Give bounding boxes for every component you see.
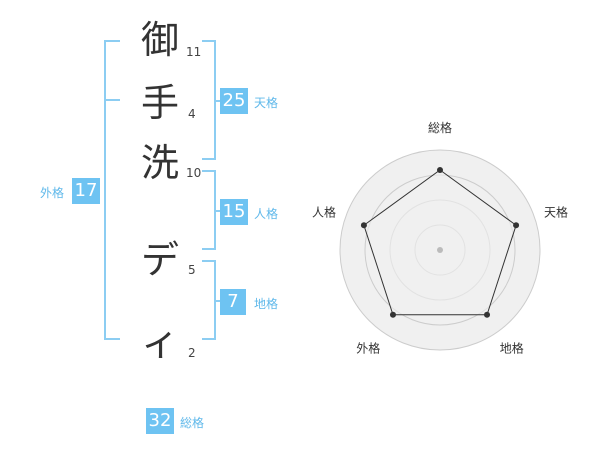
name-char-5: ィ	[140, 320, 179, 364]
radar-axis-label-5: 人格	[312, 204, 336, 219]
jinkaku-label: 人格	[254, 207, 279, 221]
name-char-2: 手	[140, 81, 179, 125]
name-char-4: デ	[140, 238, 179, 282]
chikaku-bracket-tick	[214, 300, 222, 302]
radar-point-2	[513, 222, 520, 229]
gaikaku-label: 外格	[40, 186, 65, 200]
radar-axis-label-1: 総格	[428, 120, 452, 135]
stroke-count-3: 10	[186, 166, 202, 180]
radar-series-polygon	[363, 169, 517, 316]
tenkaku-label: 天格	[254, 96, 279, 110]
radar-point-3	[484, 311, 491, 318]
radar-center	[437, 247, 443, 253]
tenkaku-value-badge: 25	[220, 88, 248, 114]
chikaku-label: 地格	[254, 297, 279, 311]
chikaku-value-badge: 7	[220, 289, 246, 315]
radar-axis-label-4: 外格	[356, 341, 380, 356]
radar-point-1	[437, 167, 443, 173]
soukaku-value-badge: 32	[146, 408, 174, 434]
gaikaku-bracket-tick	[104, 99, 120, 101]
stroke-count-1: 11	[186, 45, 202, 59]
radar-point-4	[389, 311, 396, 318]
stroke-count-5: 2	[188, 346, 196, 360]
gaikaku-bracket	[104, 40, 120, 340]
radar-axis-label-2: 天格	[544, 204, 568, 219]
stroke-count-2: 4	[188, 107, 196, 121]
soukaku-label: 総格	[180, 416, 205, 430]
jinkaku-bracket-tick	[214, 210, 222, 212]
radar-ring	[339, 149, 541, 351]
stroke-count-4: 5	[188, 263, 196, 277]
jinkaku-value-badge: 15	[220, 199, 248, 225]
radar-axis-label-3: 地格	[500, 341, 524, 356]
gaikaku-value-badge: 17	[72, 178, 100, 204]
radar-point-5	[360, 222, 367, 229]
name-char-3: 洗	[140, 141, 179, 185]
tenkaku-bracket-tick	[214, 100, 222, 102]
name-char-1: 御	[140, 18, 179, 62]
